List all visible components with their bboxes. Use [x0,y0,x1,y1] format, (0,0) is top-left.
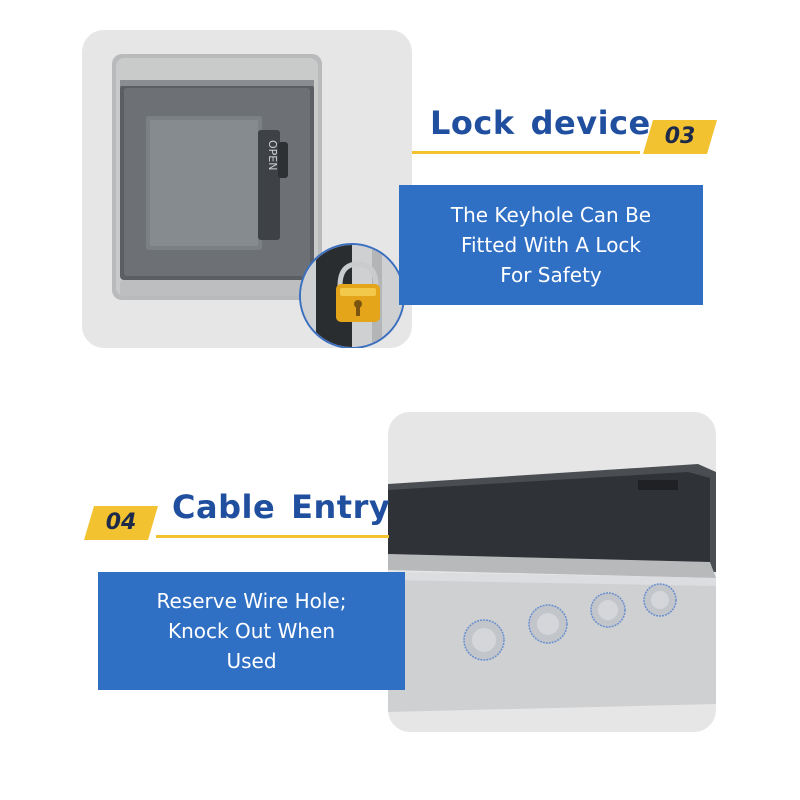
heading-word: Entry [291,488,391,526]
section-number-badge: 03 [643,120,717,154]
lock-device-description: The Keyhole Can Be Fitted With A Lock Fo… [399,185,703,305]
heading-word: device [530,104,651,142]
description-line: Used [226,649,277,673]
description-line: For Safety [500,263,602,287]
lock-device-photo-panel: OPEN [82,30,412,348]
enclosure-bottom-photo [388,464,716,712]
badge-shape [643,120,717,154]
section-number: 03 [664,124,696,149]
heading-underline [412,151,640,154]
description-line: Fitted With A Lock [460,233,642,257]
cable-entry-photo-panel [388,412,716,732]
lock-device-heading: Lock device [430,104,651,142]
heading-word: Cable [172,488,276,526]
section-number: 04 [105,510,137,535]
cable-entry-description: Reserve Wire Hole; Knock Out When Used [98,572,405,690]
cable-entry-heading: Cable Entry [172,488,390,526]
description-line: Reserve Wire Hole; [156,589,347,613]
heading-underline [156,535,389,538]
knockout-holes [463,583,677,661]
description-line: The Keyhole Can Be [450,203,652,227]
description-line: Knock Out When [167,619,335,643]
badge-shape [84,506,158,540]
distribution-box-photo: OPEN [112,54,405,348]
heading-word: Lock [430,104,515,142]
open-label: OPEN [266,140,279,170]
section-number-badge: 04 [84,506,158,540]
